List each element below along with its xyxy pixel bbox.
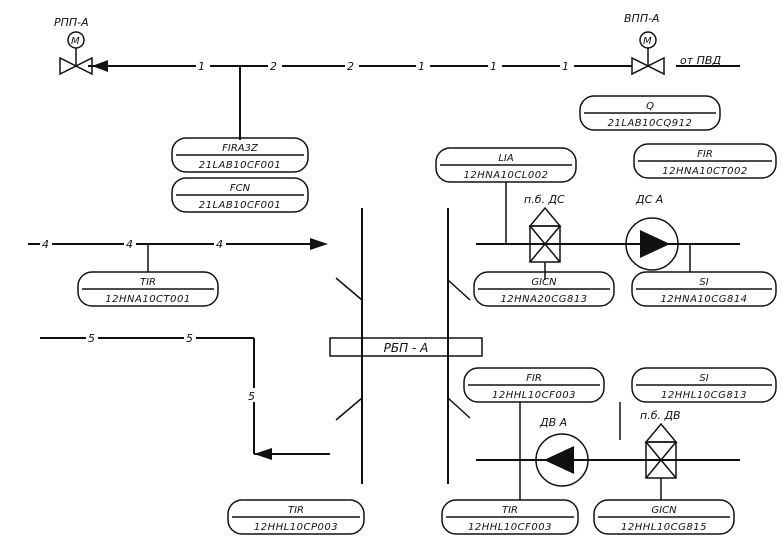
line-number: 4 <box>42 238 49 251</box>
instrument-tag-gicn-upper[interactable]: GICN 12HNA20CG813 <box>473 271 615 307</box>
svg-text:12HHL10CG815: 12HHL10CG815 <box>621 522 707 533</box>
instrument-tag-gicn-lower[interactable]: GICN 12HHL10CG815 <box>593 499 735 535</box>
pump-ds-a[interactable]: ДС А <box>625 193 679 271</box>
svg-text:GICN: GICN <box>651 505 677 516</box>
pump-dv-a[interactable]: ДВ А <box>535 416 589 487</box>
svg-text:12HNA10CT001: 12HNA10CT001 <box>105 294 190 305</box>
svg-text:M: M <box>643 36 652 47</box>
valve-label: п.б. ДВ <box>640 409 681 422</box>
line-number: 4 <box>216 238 223 251</box>
bus-rbp-a[interactable]: РБП - А <box>329 208 483 484</box>
instrument-tag-si-lower[interactable]: SI 12HHL10CG813 <box>631 367 777 403</box>
svg-text:GICN: GICN <box>531 277 557 288</box>
instrument-tag-fir-upper[interactable]: FIR 12HNA10CT002 <box>633 143 777 179</box>
top-pipeline <box>88 60 740 140</box>
line-number: 2 <box>270 60 277 73</box>
instrument-tag-fir-lower[interactable]: FIR 12HHL10CF003 <box>463 367 605 403</box>
top-line-numbers: 1 2 2 1 1 1 <box>196 58 574 73</box>
svg-text:TIR: TIR <box>140 277 156 288</box>
line-number: 1 <box>198 60 205 73</box>
instrument-tag-tir-left[interactable]: TIR 12HNA10CT001 <box>77 271 219 307</box>
svg-text:12HHL10CP003: 12HHL10CP003 <box>254 522 338 533</box>
svg-text:12HHL10CF003: 12HHL10CF003 <box>468 522 552 533</box>
valve-label: ВПП-А <box>624 12 660 25</box>
instrument-tag-tir-bottom-mid[interactable]: TIR 12HHL10CF003 <box>441 499 579 535</box>
svg-text:SI: SI <box>699 373 708 384</box>
svg-text:12HHL10CG813: 12HHL10CG813 <box>661 390 747 401</box>
instrument-tag-fcn[interactable]: FCN 21LAB10CF001 <box>171 177 309 213</box>
svg-text:12HHL10CF003: 12HHL10CF003 <box>492 390 576 401</box>
instrument-tag-lia[interactable]: LIA 12HNA10CL002 <box>435 147 577 183</box>
valve-label: РПП-А <box>54 16 89 29</box>
instrument-tag-tir-bottom-left[interactable]: TIR 12HHL10CP003 <box>227 499 365 535</box>
svg-text:12HNA10CG814: 12HNA10CG814 <box>660 294 747 305</box>
control-valve-lower[interactable]: п.б. ДВ <box>640 409 681 500</box>
bus-label: РБП - А <box>384 341 429 355</box>
valve-label: п.б. ДС <box>524 193 565 206</box>
svg-text:SI: SI <box>699 277 708 288</box>
svg-text:FIRA3Z: FIRA3Z <box>222 143 259 154</box>
instrument-tag-si-upper[interactable]: SI 12HNA10CG814 <box>631 271 777 307</box>
line-number: 2 <box>347 60 354 73</box>
pump-label: ДВ А <box>539 416 567 429</box>
upper-pump-line <box>476 182 740 272</box>
motor-icon <box>639 31 657 49</box>
line-number: 5 <box>248 390 255 403</box>
lower-pump-line <box>476 402 740 500</box>
svg-text:LIA: LIA <box>498 153 514 164</box>
svg-text:FIR: FIR <box>697 149 713 160</box>
line-5: 5 5 5 <box>40 330 330 460</box>
svg-text:12HNA10CL002: 12HNA10CL002 <box>464 170 549 181</box>
motor-icon <box>67 31 85 49</box>
svg-text:21LAB10CQ912: 21LAB10CQ912 <box>608 118 693 129</box>
svg-text:FIR: FIR <box>526 373 542 384</box>
line-number: 5 <box>186 332 193 345</box>
svg-text:21LAB10CF001: 21LAB10CF001 <box>199 200 282 211</box>
line-4: 4 4 4 <box>28 236 328 272</box>
svg-text:12HNA10CT002: 12HNA10CT002 <box>662 166 747 177</box>
from-label: от ПВД <box>680 54 721 67</box>
valve-vpp-a[interactable]: M ВПП-А от ПВД <box>624 12 721 76</box>
svg-text:TIR: TIR <box>502 505 518 516</box>
svg-text:FCN: FCN <box>230 183 251 194</box>
instrument-tag-fira[interactable]: FIRA3Z 21LAB10CF001 <box>171 137 309 173</box>
line-number: 1 <box>562 60 569 73</box>
control-valve-upper[interactable]: п.б. ДС <box>524 193 565 280</box>
svg-text:21LAB10CF001: 21LAB10CF001 <box>199 160 282 171</box>
line-number: 1 <box>418 60 425 73</box>
svg-text:TIR: TIR <box>288 505 304 516</box>
line-number: 4 <box>126 238 133 251</box>
line-number: 5 <box>88 332 95 345</box>
svg-text:Q: Q <box>646 101 654 112</box>
line-number: 1 <box>490 60 497 73</box>
valve-rpp-a[interactable]: M РПП-А <box>54 16 93 76</box>
pump-label: ДС А <box>635 193 663 206</box>
instrument-tag-q[interactable]: Q 21LAB10CQ912 <box>579 95 721 131</box>
svg-text:12HNA20CG813: 12HNA20CG813 <box>500 294 587 305</box>
svg-text:M: M <box>71 36 80 47</box>
